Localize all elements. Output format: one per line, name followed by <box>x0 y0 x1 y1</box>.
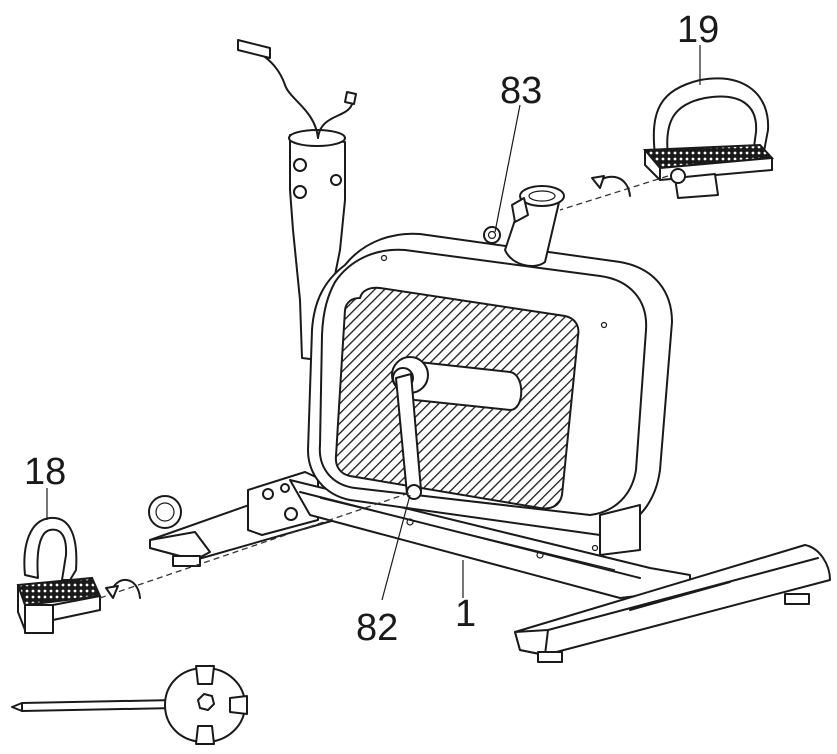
rear-stabilizer <box>514 544 831 663</box>
right-pedal-guide-line <box>559 175 669 211</box>
callout-crank: 82 <box>356 607 398 649</box>
left-pedal <box>16 516 102 634</box>
crank-axle <box>483 185 565 267</box>
callout-crank-axle: 83 <box>500 70 542 112</box>
callout-right-pedal: 19 <box>677 9 719 51</box>
right-rotation-arrowhead-icon <box>591 175 605 189</box>
right-pedal <box>642 77 775 199</box>
callout-left-pedal: 18 <box>24 451 66 493</box>
callout-frame: 1 <box>455 593 476 635</box>
leader-line-82 <box>381 494 411 601</box>
pedal-wrench-tool <box>11 665 248 745</box>
front-stabilizer <box>148 471 336 567</box>
flywheel-housing <box>307 232 673 556</box>
leader-line-83 <box>494 104 521 233</box>
left-pedal-guide-line <box>99 491 413 599</box>
left-rotation-arrowhead-icon <box>105 585 119 599</box>
leader-lines <box>46 45 701 601</box>
crank-arm <box>391 356 429 500</box>
seat-post-tube <box>237 39 357 361</box>
